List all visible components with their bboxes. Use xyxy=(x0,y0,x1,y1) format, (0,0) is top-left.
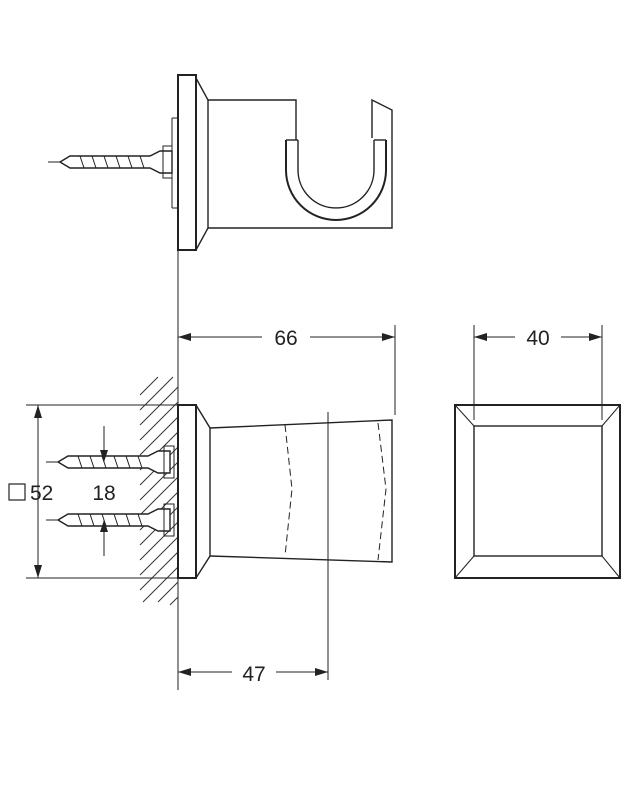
wall-plate-mid xyxy=(177,404,197,579)
front-inner-square xyxy=(473,425,603,557)
hook-outer xyxy=(285,140,387,221)
screw-top xyxy=(48,145,173,179)
dimension-40-label: 40 xyxy=(526,327,549,350)
dimension-66-label: 66 xyxy=(274,327,297,350)
bore-right xyxy=(377,422,387,561)
dimension-66: 66 xyxy=(178,325,396,415)
dimension-47: 47 xyxy=(178,663,328,686)
dimension-47-label: 47 xyxy=(242,663,265,686)
screw-lower xyxy=(46,503,175,537)
hook-inner xyxy=(297,140,375,209)
wall-hatching xyxy=(139,375,179,606)
dimension-52-label: 52 xyxy=(30,482,53,505)
holder-body-outline xyxy=(208,98,393,229)
bore-left xyxy=(284,424,293,557)
front-outer-square xyxy=(454,404,621,579)
dimension-18-label: 18 xyxy=(92,482,115,505)
dimension-40: 40 xyxy=(473,325,603,420)
screw-upper xyxy=(46,445,175,479)
side-view-holder xyxy=(48,74,393,251)
front-view xyxy=(454,404,621,579)
holder-neck xyxy=(195,77,209,251)
square-symbol-icon xyxy=(8,483,26,501)
wall-plate xyxy=(177,74,197,251)
dimension-18: 18 xyxy=(92,426,116,556)
dimension-52: 52 xyxy=(8,404,178,579)
side-view-mounted: 18 xyxy=(46,375,393,680)
holder-top-edge xyxy=(208,99,297,140)
holder-body-mid xyxy=(209,419,393,563)
